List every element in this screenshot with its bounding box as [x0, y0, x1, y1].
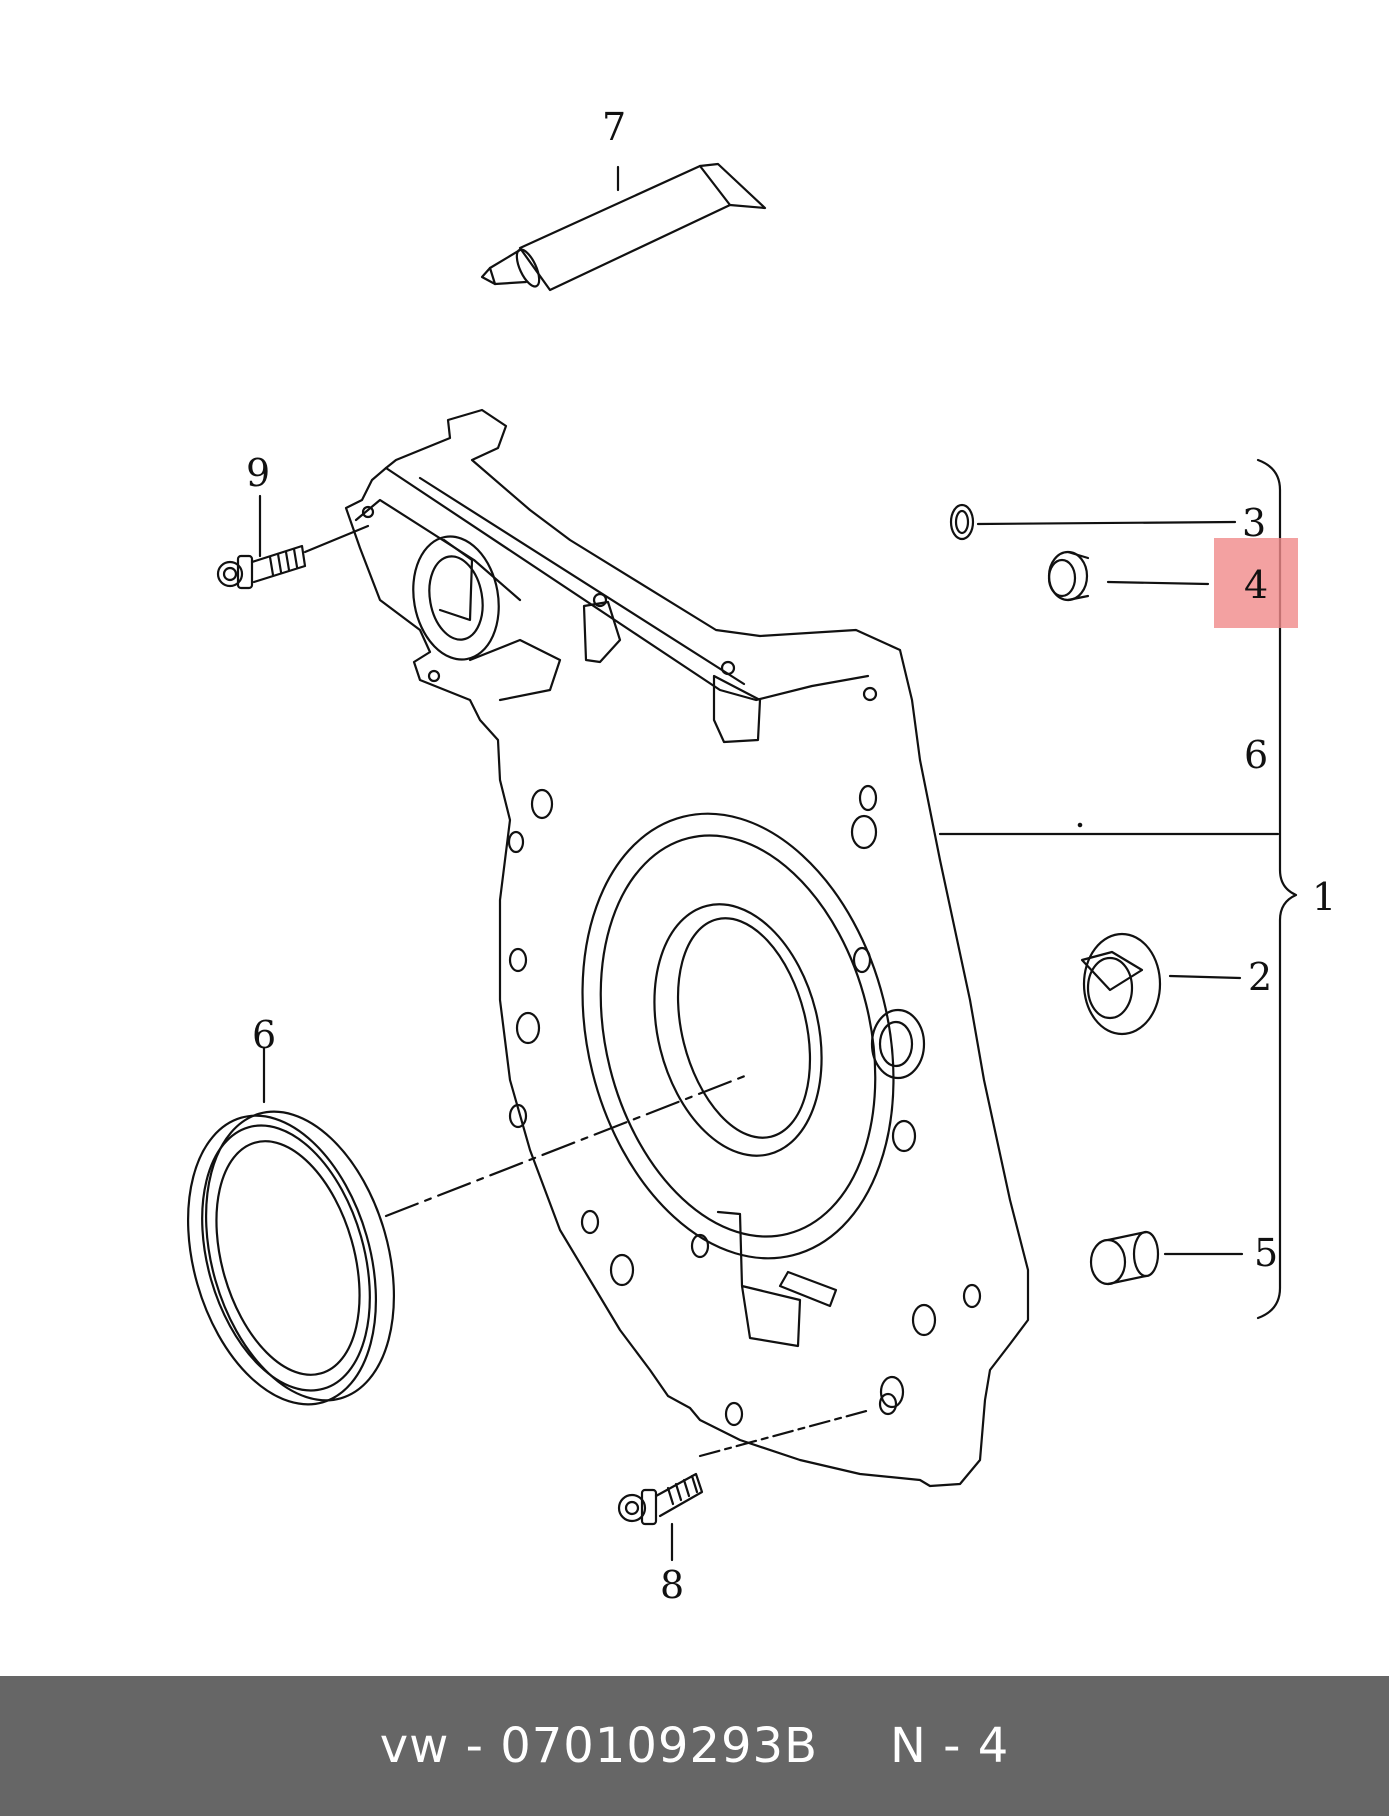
bushing-2-icon — [1080, 932, 1242, 1036]
footer-bar: vw - 070109293B N - 4 — [0, 1676, 1389, 1816]
callout-6-left: 6 — [252, 1013, 276, 1057]
callout-1: 1 — [1312, 875, 1336, 919]
reference-text: N - 4 — [890, 1718, 1010, 1774]
callout-7: 7 — [602, 105, 626, 149]
timing-cover-plate — [344, 408, 1030, 1488]
callout-5: 5 — [1254, 1231, 1278, 1275]
bolt-holes — [507, 784, 982, 1427]
callout-2: 2 — [1248, 955, 1272, 999]
o-ring-icon — [949, 503, 1237, 541]
callout-3: 3 — [1242, 501, 1266, 545]
highlight-callout-4 — [1214, 538, 1298, 628]
bolt-9-icon — [216, 494, 370, 590]
part-number-text: vw - 070109293B — [379, 1718, 818, 1774]
callout-4: 4 — [1244, 563, 1268, 607]
parts-diagram: 7 9 3 4 6 1 2 5 6 8 — [186, 105, 1336, 1607]
bolt-8-icon — [617, 1472, 704, 1562]
sleeve-4-icon — [1047, 550, 1210, 602]
group-bracket — [1256, 458, 1298, 1320]
callout-6-right: 6 — [1244, 733, 1268, 777]
crankshaft-seal-6-icon — [186, 1046, 396, 1406]
callout-9: 9 — [246, 451, 270, 495]
sealant-tube-icon — [480, 162, 767, 292]
callout-8: 8 — [660, 1563, 684, 1607]
dowel-pin-5-icon — [1089, 1230, 1244, 1286]
